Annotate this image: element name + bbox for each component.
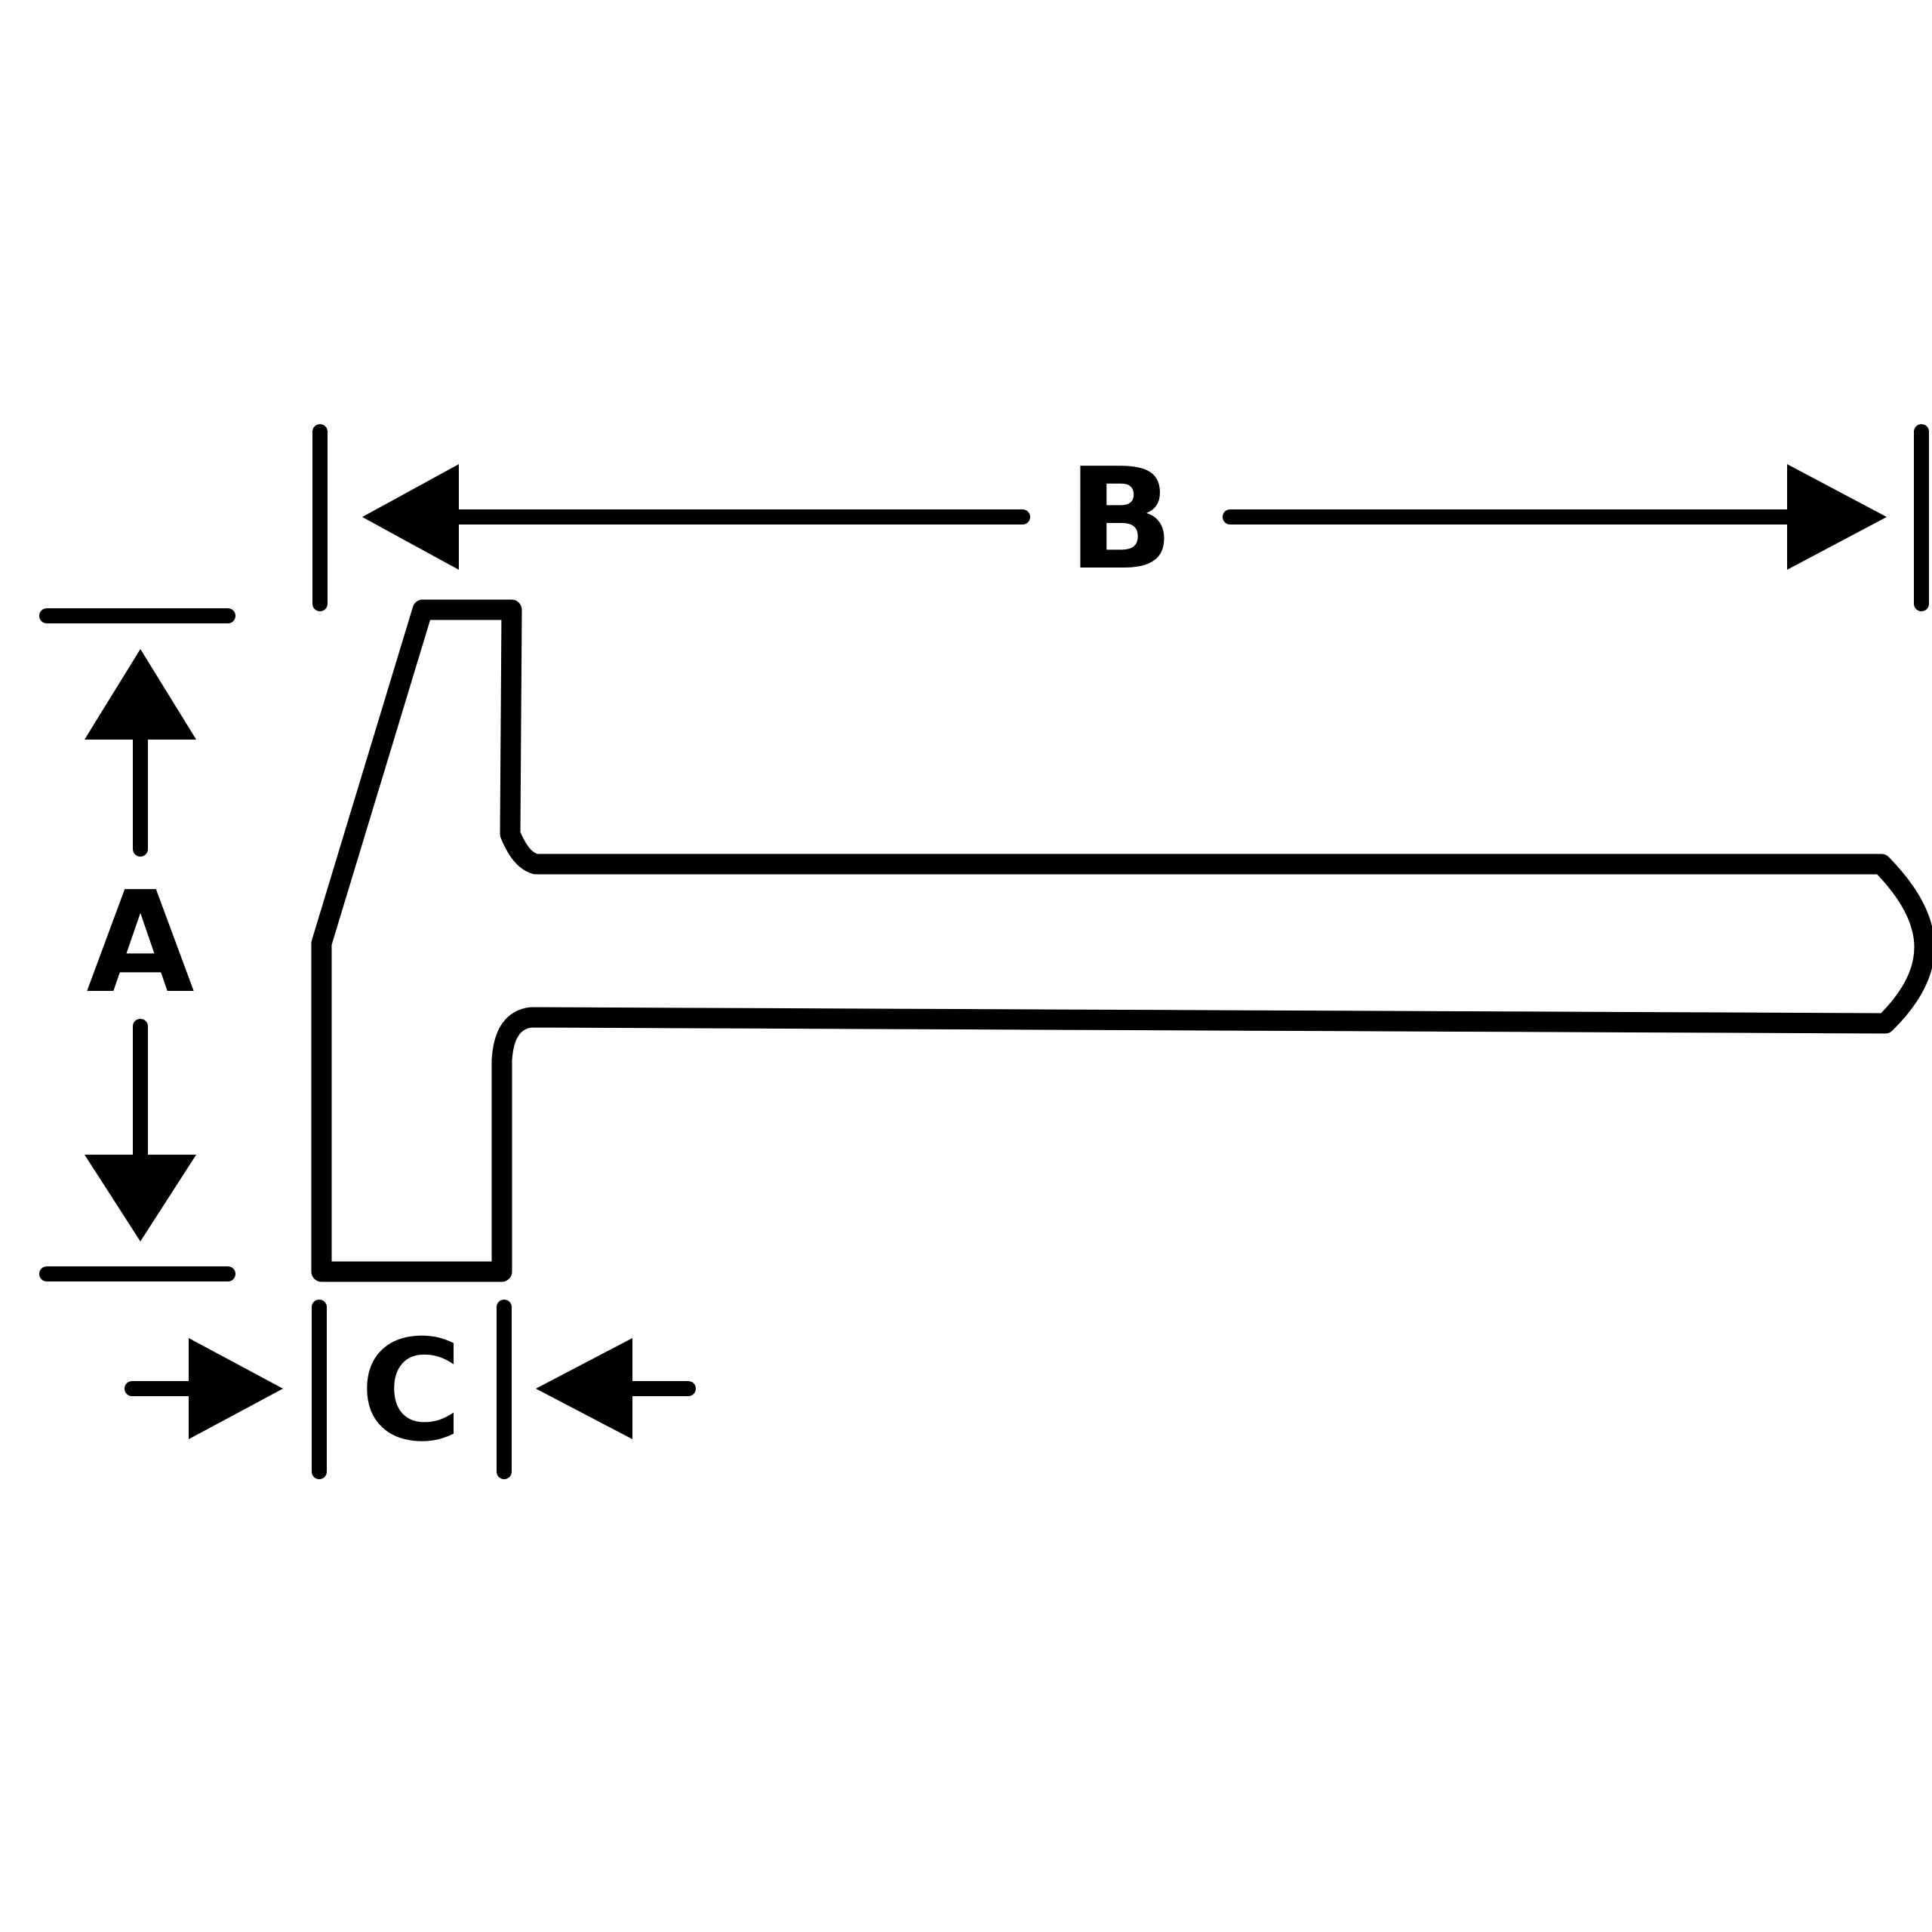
dimension-b-left-arrowhead (362, 464, 459, 570)
dimension-a-down-arrowhead (85, 1155, 196, 1241)
dimension-a-label: A (86, 861, 194, 1024)
dimension-c-label: C (360, 1309, 463, 1472)
dimension-c-right-arrowhead (536, 1338, 632, 1439)
dimension-b-label: B (1067, 438, 1174, 601)
dimension-c-left-arrowhead (189, 1338, 283, 1439)
hammer-outline (311, 599, 1932, 1282)
dimension-b-right-arrowhead (1787, 464, 1887, 570)
dimension-a-up-arrowhead (85, 649, 196, 740)
